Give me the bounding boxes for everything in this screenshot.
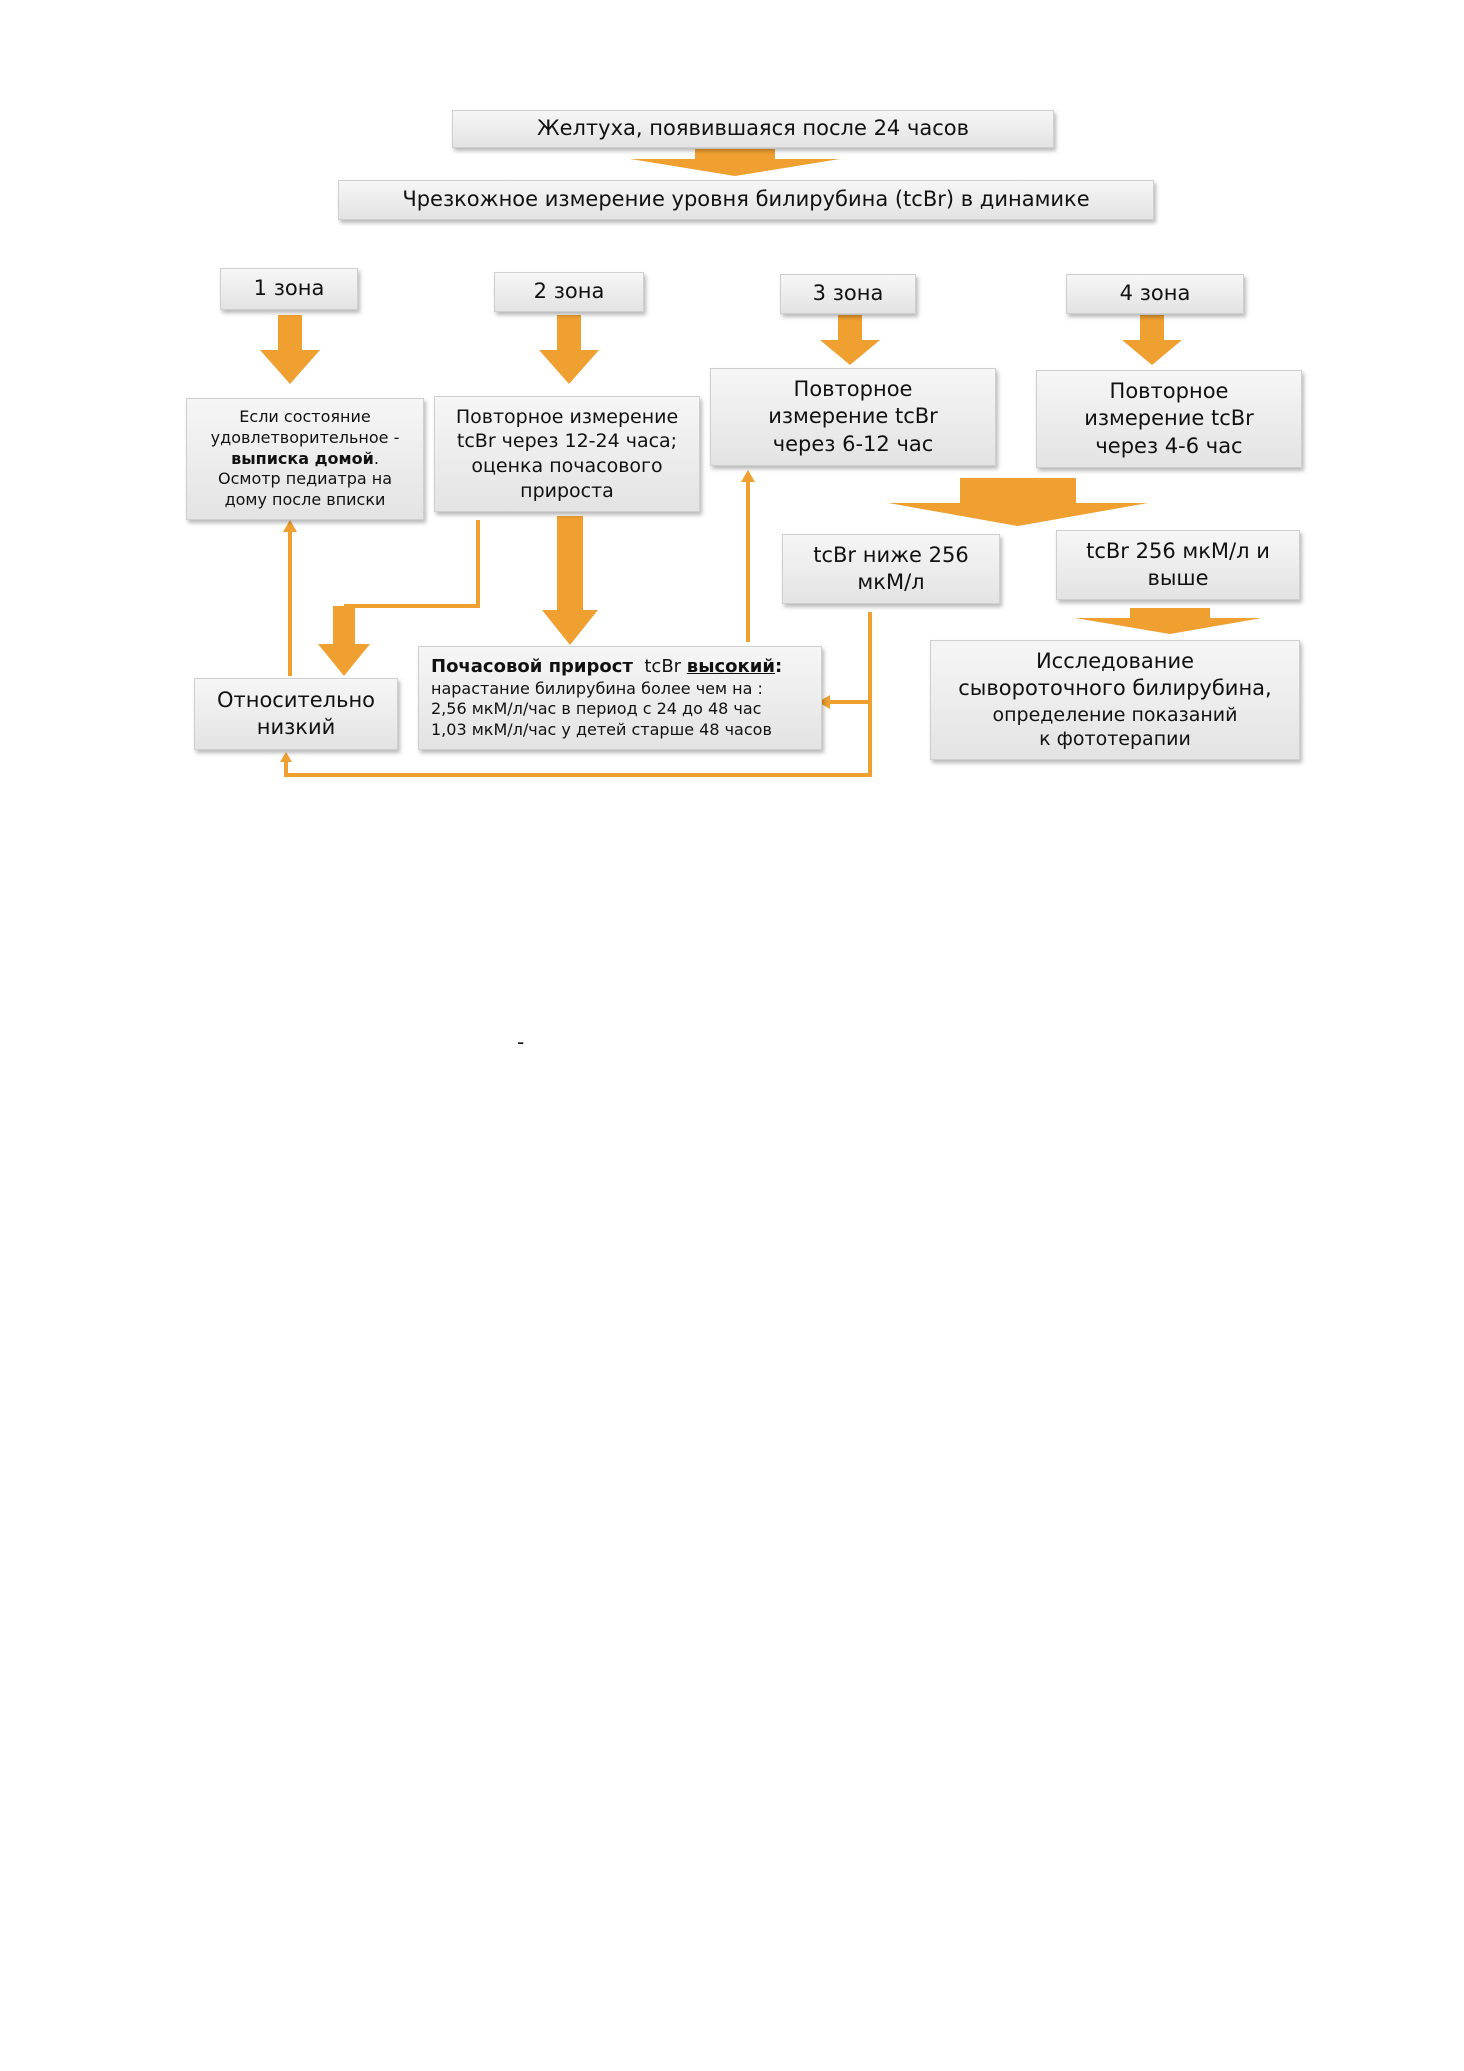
hourly-high-box: Почасовой прирост tcBr высокий: нарастан… — [418, 646, 822, 750]
arrow-split — [888, 478, 1148, 526]
arrow-zone4 — [1122, 315, 1182, 365]
start-text: Желтуха, появившаяся после 24 часов — [536, 116, 970, 141]
zone-3-line-2: измерение tcBr — [768, 404, 938, 429]
arrow-to-serum — [1075, 608, 1262, 634]
below-256-line-1: tcBr ниже 256 — [813, 542, 969, 567]
arrow-zone2-down — [542, 516, 598, 645]
below-256-line-2: мкМ/л — [857, 570, 925, 594]
zone-1-line-2: удовлетворительное - — [210, 427, 400, 447]
arrow-zone1 — [260, 315, 320, 384]
serum-line-3: определение показаний — [992, 703, 1238, 726]
serum-line-2: сывороточного билирубина, — [958, 676, 1272, 701]
arrowhead-zone1-up — [283, 520, 297, 532]
hourly-high-line-4: 1,03 мкМ/л/час у детей старше 48 часов — [431, 720, 772, 740]
zone-1-line-4: Осмотр педиатра на — [217, 469, 392, 489]
zone-4-line-2: измерение tcBr — [1084, 406, 1254, 431]
discharge-home-text: выписка домой — [231, 448, 374, 468]
zone-1-box: 1 зона — [220, 268, 358, 310]
measure-box: Чрезкожное измерение уровня билирубина (… — [338, 180, 1154, 220]
serum-line-1: Исследование — [1035, 649, 1195, 674]
stray-dash: - — [517, 1030, 525, 1054]
arrow-zone3 — [820, 315, 880, 365]
arrow-to-low — [318, 606, 370, 676]
zone-1-line-3: выписка домой. — [231, 449, 379, 470]
zone-2-box: 2 зона — [494, 272, 644, 312]
high-text: высокий — [686, 656, 775, 678]
zone-2-result-box: Повторное измерение tcBr через 12-24 час… — [434, 396, 700, 512]
relatively-low-line-2: низкий — [256, 715, 336, 739]
zone-2-line-1: Повторное измерение — [455, 405, 679, 428]
zone-1-line-5: дому после вписки — [224, 490, 386, 510]
arrowhead-zone3-up — [741, 470, 755, 482]
zone-2-line-4: прироста — [520, 479, 614, 502]
zone-2-line-2: tcBr через 12-24 часа; — [456, 430, 678, 453]
arrow-start-to-measure — [630, 149, 840, 176]
zone-3-line-1: Повторное — [793, 377, 913, 402]
below-256-box: tcBr ниже 256 мкМ/л — [782, 534, 1000, 604]
above-256-line-1: tcBr 256 мкМ/л и — [1086, 538, 1270, 563]
serum-line-4: к фототерапии — [1039, 728, 1191, 751]
line-below256-loop — [284, 612, 872, 777]
line-zone2-to-low — [344, 520, 480, 608]
colon: : — [774, 656, 783, 678]
hourly-gain-text: Почасовой прирост — [431, 656, 633, 678]
hourly-high-line-1: Почасовой прирост tcBr высокий: — [431, 655, 782, 678]
zone-1-label: 1 зона — [253, 276, 325, 301]
serum-test-box: Исследование сывороточного билирубина, о… — [930, 640, 1300, 760]
tcbr-text: tcBr — [644, 656, 682, 678]
arrowhead-low-up — [280, 752, 292, 762]
zone-1-result-box: Если состояние удовлетворительное - выпи… — [186, 398, 424, 520]
hourly-high-line-3: 2,56 мкМ/л/час в период с 24 до 48 час — [431, 699, 762, 719]
relatively-low-line-1: Относительно — [216, 687, 376, 712]
zone-4-result-box: Повторное измерение tcBr через 4-6 час — [1036, 370, 1302, 468]
above-256-box: tcBr 256 мкМ/л и выше — [1056, 530, 1300, 600]
relatively-low-box: Относительно низкий — [194, 678, 398, 750]
measure-text: Чрезкожное измерение уровня билирубина (… — [402, 187, 1090, 212]
zone-1-line-1: Если состояние — [239, 407, 371, 426]
zone-4-label: 4 зона — [1119, 281, 1191, 306]
hourly-high-line-2: нарастание билирубина более чем на : — [431, 678, 763, 698]
zone-4-line-1: Повторное — [1109, 379, 1229, 404]
period: . — [373, 448, 379, 468]
zone-4-box: 4 зона — [1066, 274, 1244, 314]
zone-2-label: 2 зона — [533, 279, 605, 304]
zone-2-line-3: оценка почасового — [471, 455, 663, 477]
start-box: Желтуха, появившаяся после 24 часов — [452, 110, 1054, 148]
zone-3-label: 3 зона — [812, 281, 884, 306]
arrow-zone2 — [539, 315, 599, 384]
zone-4-line-3: через 4-6 час — [1095, 433, 1243, 458]
zone-3-result-box: Повторное измерение tcBr через 6-12 час — [710, 368, 996, 466]
zone-3-line-3: через 6-12 час — [772, 431, 934, 456]
above-256-line-2: выше — [1147, 566, 1209, 590]
zone-3-box: 3 зона — [780, 274, 916, 314]
arrowhead-high-left — [818, 695, 830, 709]
